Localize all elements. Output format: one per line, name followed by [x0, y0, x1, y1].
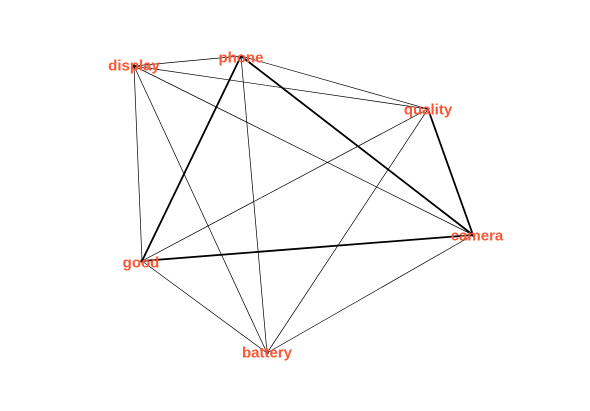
edge-quality-camera	[427, 108, 474, 236]
edge-phone-good	[141, 55, 242, 262]
edge-phone-battery	[240, 55, 268, 354]
node-label-battery: battery	[242, 345, 293, 362]
node-label-phone: phone	[219, 50, 264, 67]
node-phone: phone	[219, 50, 264, 67]
node-dot-camera	[471, 233, 475, 237]
node-layer: display phone quality camera good battery	[108, 50, 504, 362]
edge-display-camera	[133, 65, 474, 236]
node-dot-quality	[426, 107, 430, 111]
node-camera: camera	[451, 228, 504, 245]
edge-layer	[133, 55, 474, 354]
edge-good-battery	[141, 260, 268, 354]
node-good: good	[123, 255, 160, 272]
edge-display-good	[133, 65, 143, 262]
node-dot-battery	[265, 351, 269, 355]
node-label-good: good	[123, 255, 160, 272]
edge-display-phone	[133, 55, 242, 67]
node-quality: quality	[404, 102, 453, 119]
node-display: display	[108, 58, 160, 75]
node-dot-good	[140, 259, 144, 263]
node-label-camera: camera	[451, 228, 504, 245]
node-dot-phone	[239, 54, 243, 58]
edge-phone-camera	[240, 55, 474, 236]
node-battery: battery	[242, 345, 293, 362]
edge-camera-good	[141, 234, 474, 262]
edge-quality-battery	[266, 108, 429, 354]
edge-camera-battery	[266, 234, 474, 354]
edge-display-battery	[133, 65, 268, 354]
node-dot-display	[132, 64, 136, 68]
node-label-display: display	[108, 58, 160, 75]
edge-quality-good	[141, 108, 429, 262]
node-label-quality: quality	[404, 102, 453, 119]
edge-phone-quality	[240, 55, 429, 110]
